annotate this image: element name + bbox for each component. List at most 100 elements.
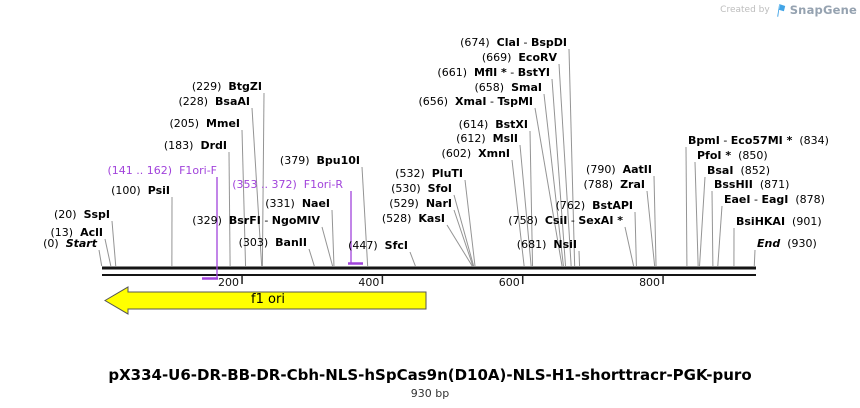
leader-line-clai-bspdi: [568, 48, 576, 267]
sequence-line: [102, 266, 756, 270]
primer-bar-f1ori-r[interactable]: [348, 262, 363, 265]
enzyme-label-xmai-tspmi[interactable]: (656) XmaI - TspMI: [418, 95, 533, 108]
label-text: SfoI: [427, 182, 452, 195]
label-text: BstAPI: [592, 199, 633, 212]
label-text: MslI: [492, 132, 518, 145]
leader-line-msli: [519, 144, 532, 267]
primer-bar-f1ori-f[interactable]: [202, 277, 218, 280]
label-text: BpmI: [688, 134, 720, 147]
enzyme-label-msli[interactable]: (612) MslI: [456, 132, 518, 145]
enzyme-label-nari[interactable]: (529) NarI: [389, 197, 452, 210]
ruler-tick: [662, 276, 664, 284]
plasmid-title: pX334-U6-DR-BB-DR-Cbh-NLS-hSpCas9n(D10A)…: [108, 366, 752, 384]
label-text: (141 .. 162) F1ori-F: [107, 164, 217, 177]
enzyme-label-bsai[interactable]: BsaI (852): [707, 164, 770, 177]
enzyme-label-smai[interactable]: (658) SmaI: [475, 81, 542, 94]
label-text: BsaAI: [215, 95, 250, 108]
enzyme-label-clai-bspdi[interactable]: (674) ClaI - BspDI: [460, 36, 567, 49]
label-text: (20): [53, 208, 84, 221]
leader-line-xmai-tspmi: [534, 107, 563, 267]
enzyme-label-pfoi[interactable]: PfoI * (850): [697, 149, 768, 162]
leader-line-csii-sexai: [624, 226, 635, 267]
enzyme-label-btgzi[interactable]: (229) BtgZI: [192, 80, 262, 93]
leader-line-bsrfi-ngomiv: [321, 226, 334, 267]
label-text: BstYI: [517, 66, 550, 79]
label-text: (656): [418, 95, 456, 108]
leader-line-acli: [104, 238, 112, 267]
enzyme-label-bsihkai[interactable]: BsiHKAI (901): [736, 215, 822, 228]
f1-ori-label[interactable]: f1 ori: [251, 292, 285, 307]
label-text: NgoMIV: [271, 214, 320, 227]
label-text: (529): [389, 197, 426, 210]
enzyme-label-zrai[interactable]: (788) ZraI: [584, 178, 646, 191]
label-text: -: [486, 95, 498, 108]
enzyme-label-mfli-bstyi[interactable]: (661) MflI * - BstYI: [437, 66, 550, 79]
label-text: BsrFI: [228, 214, 261, 227]
enzyme-label-bpu10i[interactable]: (379) Bpu10I: [280, 154, 360, 167]
leader-line-nari: [453, 209, 474, 267]
enzyme-label-nsii[interactable]: (681) NsiI: [517, 238, 577, 251]
leader-line-end: [753, 249, 756, 267]
label-text: TspMI: [497, 95, 533, 108]
enzyme-label-bstapi[interactable]: (762) BstAPI: [556, 199, 633, 212]
enzyme-label-banii[interactable]: (303) BanII: [239, 236, 307, 249]
enzyme-label-end[interactable]: End (930): [757, 237, 817, 250]
label-text: (13): [50, 226, 81, 239]
primer-label-f1ori-f[interactable]: (141 .. 162) F1ori-F: [108, 164, 217, 177]
label-text: EagI: [761, 193, 789, 206]
label-text: NaeI: [301, 197, 330, 210]
enzyme-label-ecorv[interactable]: (669) EcoRV: [482, 51, 557, 64]
enzyme-label-csii-sexai[interactable]: (758) CsiI - SexAI *: [508, 214, 623, 227]
label-text: NsiI: [553, 238, 577, 251]
label-text: (850): [731, 149, 768, 162]
label-text: Bpu10I: [316, 154, 361, 167]
leader-line-bsai: [699, 176, 706, 267]
enzyme-label-acli[interactable]: (13) AclI: [51, 226, 103, 239]
label-text: -: [567, 214, 579, 227]
enzyme-label-naei[interactable]: (331) NaeI: [265, 197, 330, 210]
enzyme-label-aatii[interactable]: (790) AatII: [586, 163, 652, 176]
ruler-tick: [381, 276, 384, 284]
ruler-tick-label: 400: [358, 276, 380, 289]
enzyme-label-kasi[interactable]: (528) KasI: [382, 212, 445, 225]
plasmid-length: 930 bp: [410, 387, 450, 400]
enzyme-label-bsshii[interactable]: BssHII (871): [714, 178, 789, 191]
ruler-tick-label: 800: [639, 276, 661, 289]
enzyme-label-sspi[interactable]: (20) SspI: [54, 208, 110, 221]
enzyme-label-eaei-eagi[interactable]: EaeI - EagI (878): [724, 193, 825, 206]
enzyme-label-xmni[interactable]: (602) XmnI: [442, 147, 510, 160]
snapgene-brand-text: SnapGene: [789, 3, 857, 17]
label-text: (329): [192, 214, 229, 227]
label-text: (353 .. 372) F1ori-R: [232, 178, 343, 191]
label-text: (758): [508, 214, 545, 227]
enzyme-label-pluti[interactable]: (532) PluTI: [395, 167, 463, 180]
leader-line-drdi: [228, 151, 231, 267]
enzyme-label-bpmi-eco57mi[interactable]: BpmI - Eco57MI * (834): [688, 134, 829, 147]
ruler-tick: [521, 276, 524, 284]
label-text: (602): [441, 147, 479, 160]
primer-label-f1ori-r[interactable]: (353 .. 372) F1ori-R: [232, 178, 343, 191]
f1-ori-arrow[interactable]: [104, 286, 427, 315]
label-text: MflI *: [474, 66, 507, 79]
enzyme-label-bstxi[interactable]: (614) BstXI: [459, 118, 528, 131]
enzyme-label-sfci[interactable]: (447) SfcI: [348, 239, 408, 252]
leader-line-pluti: [464, 179, 476, 267]
label-text: XmaI: [455, 95, 487, 108]
enzyme-label-bsaai[interactable]: (228) BsaAI: [178, 95, 250, 108]
label-text: (674): [460, 36, 497, 49]
enzyme-label-psii[interactable]: (100) PsiI: [111, 184, 170, 197]
label-text: KasI: [418, 212, 445, 225]
label-text: PsiI: [147, 184, 170, 197]
enzyme-label-bsrfi-ngomiv[interactable]: (329) BsrFI - NgoMIV: [192, 214, 320, 227]
label-text: BsiHKAI: [736, 215, 786, 228]
label-text: (183): [163, 139, 201, 152]
enzyme-label-mmei[interactable]: (205) MmeI: [169, 117, 240, 130]
enzyme-label-start[interactable]: (0) Start: [43, 237, 97, 250]
leader-line-pfoi: [694, 161, 699, 267]
leader-line-smai: [543, 93, 564, 267]
enzyme-label-sfoi[interactable]: (530) SfoI: [391, 182, 452, 195]
enzyme-label-drdi[interactable]: (183) DrdI: [164, 139, 227, 152]
label-text: (528): [381, 212, 419, 225]
leader-line-bpu10i: [361, 166, 369, 267]
label-text: SfcI: [384, 239, 408, 252]
